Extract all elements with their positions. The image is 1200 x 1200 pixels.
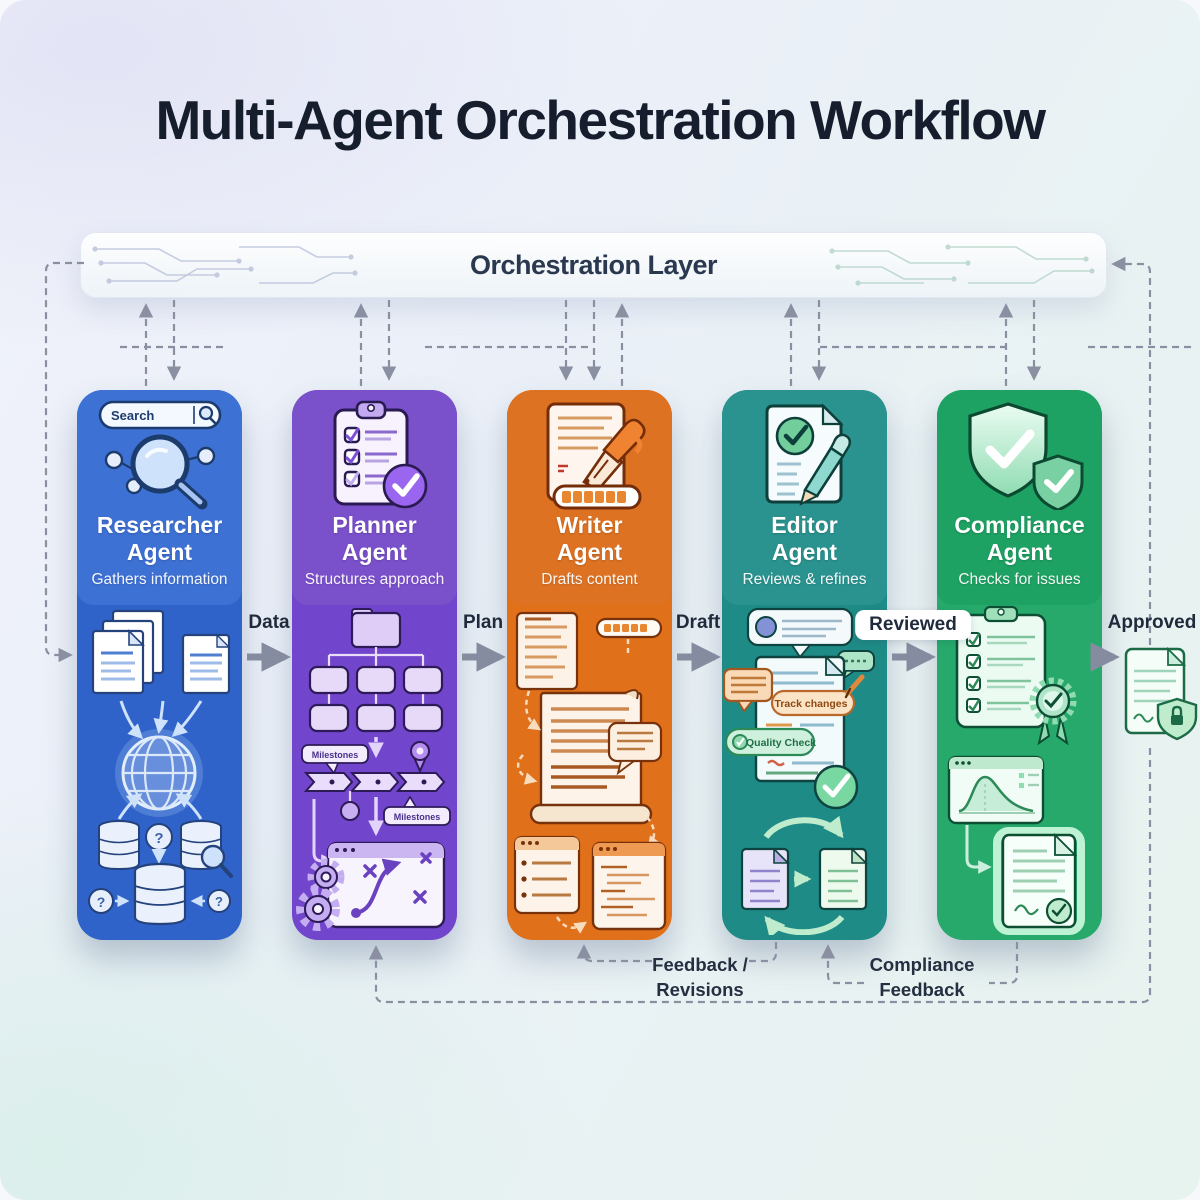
svg-text:Quality Check: Quality Check [746,737,816,749]
milestones-pill: Milestones [301,744,369,775]
agent-subtitle: Reviews & refines [742,571,867,589]
orchestration-layer-label: Orchestration Layer [469,249,718,280]
agent-subtitle: Drafts content [541,571,638,589]
document-icon [181,633,231,695]
folder-icon [350,608,402,649]
revised-document-icon [818,847,868,911]
shield-lock-icon [1156,697,1198,741]
track-changes-pill: Track changes [770,674,865,717]
flow-label-draft: Draft [675,612,721,633]
feedback-revisions-label: Feedback /Revisions [652,954,748,1000]
user-comment-bubble-icon [746,607,854,659]
svg-text:Milestones: Milestones [394,812,441,822]
compliance-to-editor-feedback-arrow [820,944,864,985]
draft-document-icon [740,847,790,911]
timeline-bar [303,772,446,792]
writer-illustration [513,611,667,934]
editor-to-writer-feedback-arrow [576,944,652,963]
shield-check-icon [954,400,1086,510]
question-circle-icon [207,889,231,913]
planner-illustration: Milestones Milestones [296,608,451,931]
database-icon [133,862,187,926]
cycle-arrow-top [763,815,844,839]
certificate-document-icon [993,827,1085,935]
milestones-pill: Milestones [383,795,451,826]
document-pen-icon [524,400,656,510]
search-magnifier-network-icon: Search [94,400,226,510]
database-icon [98,820,140,871]
cycle-arrow-bottom [764,914,845,935]
map-pin-icon [410,741,430,774]
document-check-pencil-icon [739,400,871,508]
clipboard-checklist-icon [309,400,441,509]
flow-label-data: Data [248,612,290,633]
comment-bubble-icon [722,667,774,713]
agent-subtitle: Structures approach [304,571,445,589]
code-window-icon [591,841,667,931]
circuit-pattern-icon [92,246,358,284]
editor-illustration: Track changes Quality Check [722,607,875,935]
list-window-icon [513,835,581,915]
svg-text:?: ? [154,830,163,847]
checklist-clipboard-icon [955,605,1047,729]
svg-text:Track changes: Track changes [775,698,848,710]
quality-check-pill: Quality Check [724,727,816,757]
orchestration-layer: Orchestration Layer [80,232,1107,298]
flow-label-plan: Plan [462,612,504,633]
compliance-illustration [947,605,1085,935]
gear-icon [296,887,340,931]
check-circle-icon [813,764,859,810]
document-icon [515,611,579,691]
magnifier-icon [200,844,233,878]
page-title: Multi-Agent Orchestration Workflow [155,89,1046,151]
svg-text:?: ? [97,894,106,910]
search-box-label: Search [111,408,154,423]
researcher-illustration: ? ? ? [88,609,233,926]
milestone-marker-icon [340,801,360,821]
tree-connectors [327,647,425,705]
approved-to-orchestration-arrow [1111,256,1152,645]
approved-document-icon [1124,646,1198,741]
agent-subtitle: Gathers information [91,571,228,589]
strategy-board-icon [326,841,446,929]
chart-window-icon [947,755,1045,825]
tree-node-icon [308,665,444,733]
agent-subtitle: Checks for issues [958,571,1081,589]
question-circle-icon [88,888,114,914]
ribbon-seal-icon [1029,677,1077,746]
svg-text:Milestones: Milestones [312,750,359,760]
progress-bar-icon [595,617,663,639]
flow-label-reviewed: Reviewed [855,610,971,640]
documents-stack-icon [91,609,165,695]
flow-label-approved: Approved [1107,612,1197,633]
svg-text:?: ? [215,894,223,909]
circuit-pattern-icon [829,244,1095,286]
